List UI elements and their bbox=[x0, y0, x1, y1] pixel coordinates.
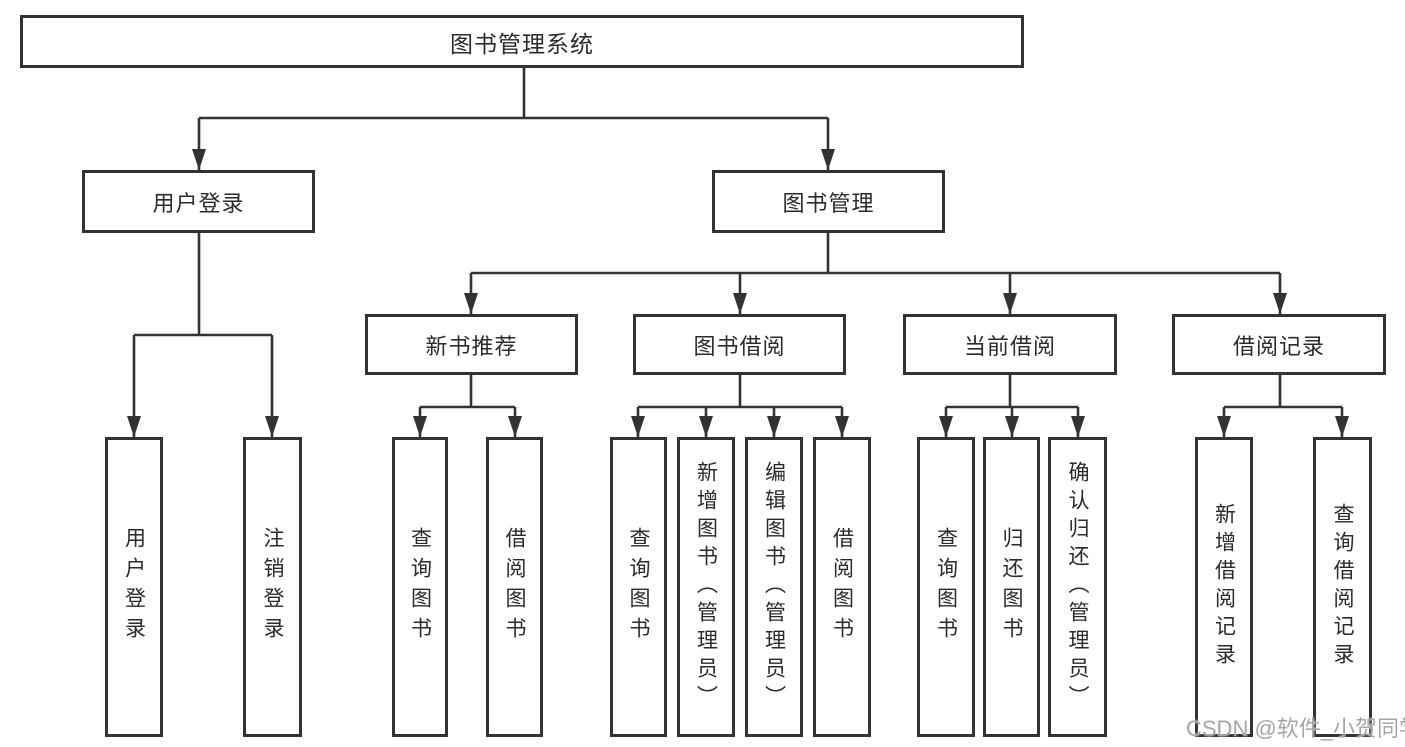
leaf-logout: 注销登录 bbox=[243, 437, 302, 737]
leaf-query-books: 查询图书 bbox=[610, 437, 667, 737]
node-new-book-recommendation: 新书推荐 bbox=[365, 314, 578, 375]
node-label: 借阅图书 bbox=[503, 527, 526, 647]
node-label: 用户登录 bbox=[152, 190, 245, 216]
leaf-return-books: 归还图书 bbox=[983, 437, 1040, 737]
node-label: 编辑图书（管理员） bbox=[762, 461, 786, 713]
node-label: 借阅图书 bbox=[830, 527, 854, 647]
node-label: 图书管理 bbox=[782, 190, 875, 216]
node-label: 图书管理系统 bbox=[450, 30, 594, 57]
node-label: 查询借阅记录 bbox=[1331, 503, 1354, 671]
leaf-borrow-books: 借阅图书 bbox=[486, 437, 543, 737]
leaf-query-borrow-record: 查询借阅记录 bbox=[1313, 437, 1372, 737]
node-label: 归还图书 bbox=[1000, 527, 1023, 647]
node-label: 借阅记录 bbox=[1232, 333, 1325, 359]
leaf-edit-books-admin: 编辑图书（管理员） bbox=[745, 437, 803, 737]
node-label: 新增图书（管理员） bbox=[694, 461, 718, 713]
leaf-add-books-admin: 新增图书（管理员） bbox=[677, 437, 735, 737]
node-label: 图书借阅 bbox=[693, 333, 786, 359]
leaf-user-login: 用户登录 bbox=[105, 437, 163, 737]
node-current-borrowing: 当前借阅 bbox=[903, 314, 1117, 375]
node-label: 注销登录 bbox=[261, 527, 284, 647]
csdn-watermark: CSDN @软件_小贺同学 bbox=[1186, 716, 1405, 741]
leaf-query-books: 查询图书 bbox=[392, 437, 448, 737]
leaf-borrow-books: 借阅图书 bbox=[813, 437, 871, 737]
node-label: 确认归还（管理员） bbox=[1066, 461, 1089, 713]
node-label: 当前借阅 bbox=[963, 333, 1056, 359]
node-label: 查询图书 bbox=[627, 527, 650, 647]
node-label: 新书推荐 bbox=[425, 333, 518, 359]
node-library-management-system: 图书管理系统 bbox=[20, 15, 1024, 68]
node-user-login: 用户登录 bbox=[82, 170, 315, 233]
node-label: 用户登录 bbox=[122, 527, 146, 647]
leaf-confirm-return-admin: 确认归还（管理员） bbox=[1048, 437, 1107, 737]
node-label: 查询图书 bbox=[408, 527, 432, 647]
leaf-query-books: 查询图书 bbox=[917, 437, 975, 737]
node-label: 查询图书 bbox=[934, 527, 958, 647]
node-book-borrowing: 图书借阅 bbox=[633, 314, 846, 375]
node-book-management: 图书管理 bbox=[712, 170, 945, 233]
leaf-add-borrow-record: 新增借阅记录 bbox=[1195, 437, 1253, 737]
node-borrowing-records: 借阅记录 bbox=[1172, 314, 1386, 375]
node-label: 新增借阅记录 bbox=[1212, 503, 1236, 671]
